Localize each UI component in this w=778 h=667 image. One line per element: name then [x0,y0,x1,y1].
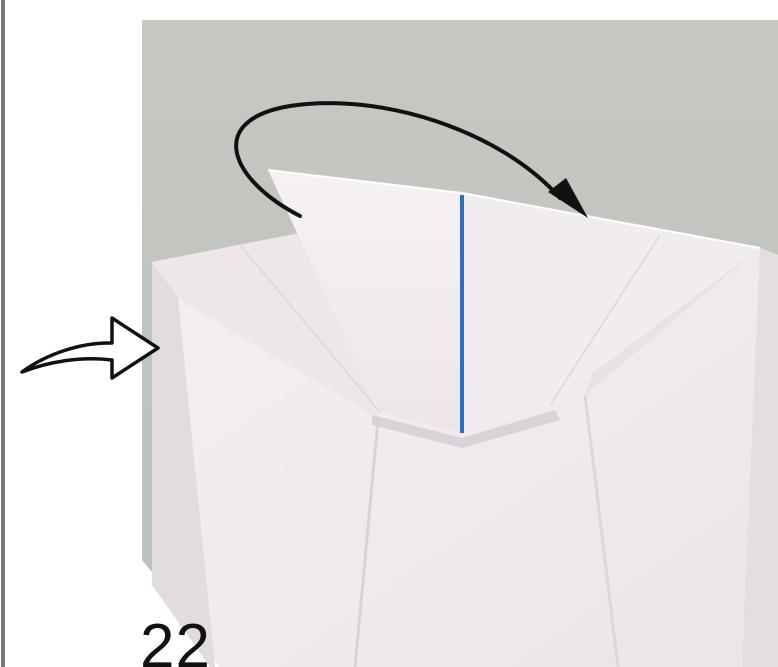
hollow-push-arrow-icon [22,318,158,378]
step-number-label: 22 [140,616,211,667]
